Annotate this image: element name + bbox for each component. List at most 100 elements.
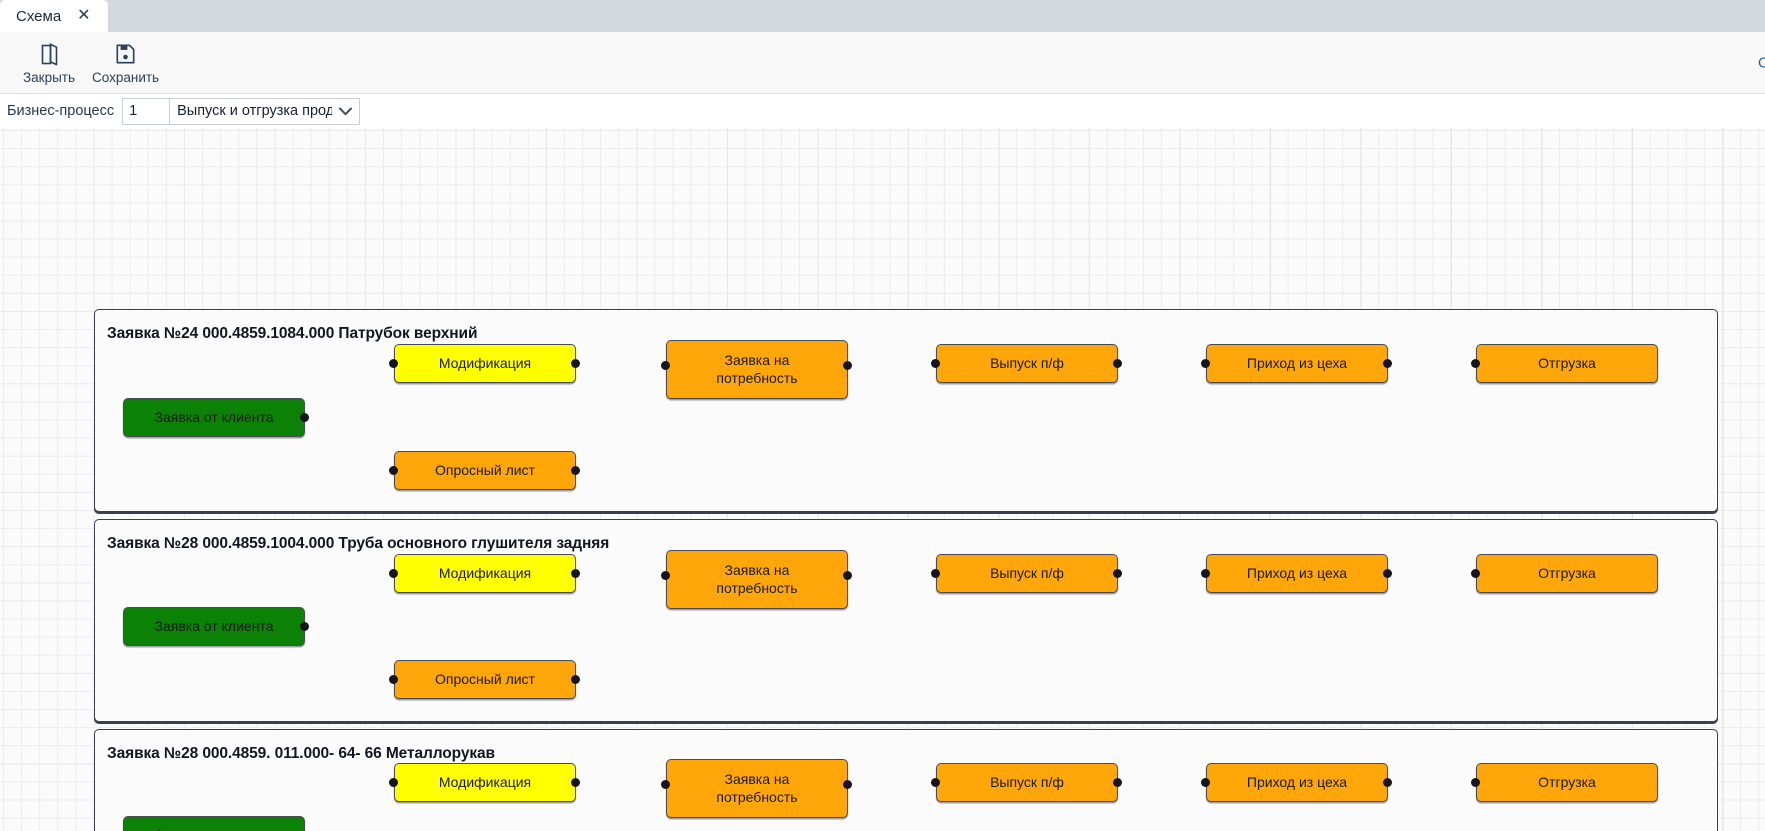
- floppy-disk-icon: [115, 41, 136, 67]
- card-2-port-start-out[interactable]: [300, 622, 309, 631]
- card-3-port-modification-in[interactable]: [389, 778, 398, 787]
- card-1-port-release-in[interactable]: [931, 359, 940, 368]
- card-1-title: Заявка №24 000.4859.1084.000 Патрубок ве…: [107, 325, 478, 342]
- save-button[interactable]: Сохранить: [84, 38, 167, 87]
- node-label: Модификация: [438, 564, 532, 581]
- node-label: Отгрузка: [1538, 773, 1596, 790]
- card-2-node-survey[interactable]: Опросный лист: [394, 660, 576, 699]
- card-3-node-shipment[interactable]: Отгрузка: [1476, 763, 1658, 802]
- node-label-line2: потребность: [716, 788, 798, 805]
- door-exit-icon: [38, 41, 60, 67]
- card-3-node-demand[interactable]: Заявка на потребность: [666, 759, 848, 818]
- node-label: Опросный лист: [435, 670, 535, 687]
- tab-schema[interactable]: Схема ✕: [0, 0, 108, 32]
- card-3-title: Заявка №28 000.4859. 011.000- 64- 66 Мет…: [107, 745, 495, 762]
- toolbar-corner-text: O: [1758, 54, 1765, 71]
- card-1-port-modification-in[interactable]: [389, 359, 398, 368]
- business-process-label: Бизнес-процесс: [7, 103, 115, 119]
- card-2-port-demand-in[interactable]: [661, 571, 670, 580]
- card-1-node-start[interactable]: Заявка от клиента: [123, 398, 305, 437]
- card-1-node-receipt[interactable]: Приход из цеха: [1206, 344, 1388, 383]
- node-label: Приход из цеха: [1246, 354, 1348, 371]
- card-1-node-demand[interactable]: Заявка на потребность: [666, 340, 848, 399]
- card-2-port-release-out[interactable]: [1113, 569, 1122, 578]
- card-2-port-shipment-in[interactable]: [1471, 569, 1480, 578]
- card-1[interactable]: [94, 309, 1718, 512]
- card-2-port-survey-out[interactable]: [571, 675, 580, 684]
- node-label-line1: Заявка на: [724, 351, 790, 368]
- card-1-node-release[interactable]: Выпуск п/ф: [936, 344, 1118, 383]
- card-3-node-modification[interactable]: Модификация: [394, 763, 576, 802]
- card-2-port-receipt-out[interactable]: [1383, 569, 1392, 578]
- card-2-port-survey-in[interactable]: [389, 675, 398, 684]
- card-2-port-modification-out[interactable]: [571, 569, 580, 578]
- card-1-node-modification[interactable]: Модификация: [394, 344, 576, 383]
- card-1-port-modification-out[interactable]: [571, 359, 580, 368]
- card-1-port-start-out[interactable]: [300, 413, 309, 422]
- card-3-node-release[interactable]: Выпуск п/ф: [936, 763, 1118, 802]
- card-2-port-receipt-in[interactable]: [1201, 569, 1210, 578]
- card-1-port-release-out[interactable]: [1113, 359, 1122, 368]
- card-1-port-survey-out[interactable]: [571, 466, 580, 475]
- card-1-port-receipt-in[interactable]: [1201, 359, 1210, 368]
- card-3-port-shipment-in[interactable]: [1471, 778, 1480, 787]
- main-toolbar: Закрыть Сохранить O: [0, 32, 1765, 94]
- business-process-name[interactable]: Выпуск и отгрузка проду: [177, 103, 333, 119]
- node-label: Заявка от клиента: [154, 408, 274, 425]
- card-3-node-receipt[interactable]: Приход из цеха: [1206, 763, 1388, 802]
- node-label-line2: потребность: [716, 369, 798, 386]
- card-1-port-demand-out[interactable]: [843, 361, 852, 370]
- card-1-port-shipment-in[interactable]: [1471, 359, 1480, 368]
- node-label: Заявка от клиента: [154, 617, 274, 634]
- card-3-port-receipt-in[interactable]: [1201, 778, 1210, 787]
- card-3-node-start[interactable]: Заявка от клиента: [123, 816, 305, 831]
- node-label: Опросный лист: [435, 461, 535, 478]
- node-label: Отгрузка: [1538, 564, 1596, 581]
- filter-bar: Бизнес-процесс 1 Выпуск и отгрузка проду: [0, 94, 1765, 128]
- card-2-node-shipment[interactable]: Отгрузка: [1476, 554, 1658, 593]
- node-label: Выпуск п/ф: [990, 564, 1064, 581]
- card-2-node-release[interactable]: Выпуск п/ф: [936, 554, 1118, 593]
- card-1-node-survey[interactable]: Опросный лист: [394, 451, 576, 490]
- business-process-combo[interactable]: 1 Выпуск и отгрузка проду: [122, 97, 361, 125]
- node-label-line2: потребность: [716, 579, 798, 596]
- card-1-node-shipment[interactable]: Отгрузка: [1476, 344, 1658, 383]
- node-label: Приход из цеха: [1246, 564, 1348, 581]
- card-2-node-start[interactable]: Заявка от клиента: [123, 607, 305, 646]
- card-3-port-demand-in[interactable]: [661, 780, 670, 789]
- card-3-port-modification-out[interactable]: [571, 778, 580, 787]
- card-2-node-receipt[interactable]: Приход из цеха: [1206, 554, 1388, 593]
- diagram-canvas[interactable]: Заявка №24 000.4859.1084.000 Патрубок ве…: [0, 128, 1765, 831]
- card-1-port-survey-in[interactable]: [389, 466, 398, 475]
- tab-strip: Схема ✕: [0, 0, 1765, 32]
- card-3-port-receipt-out[interactable]: [1383, 778, 1392, 787]
- card-2-port-release-in[interactable]: [931, 569, 940, 578]
- save-button-label: Сохранить: [92, 70, 160, 85]
- card-2-node-demand[interactable]: Заявка на потребность: [666, 550, 848, 609]
- node-label: Выпуск п/ф: [990, 773, 1064, 790]
- node-label: Модификация: [438, 773, 532, 790]
- card-1-port-demand-in[interactable]: [661, 361, 670, 370]
- close-button[interactable]: Закрыть: [14, 38, 84, 87]
- card-2-port-modification-in[interactable]: [389, 569, 398, 578]
- node-label-line1: Заявка на: [724, 561, 790, 578]
- node-label: Отгрузка: [1538, 354, 1596, 371]
- node-label-line1: Заявка на: [724, 770, 790, 787]
- card-1-port-receipt-out[interactable]: [1383, 359, 1392, 368]
- close-button-label: Закрыть: [23, 70, 75, 85]
- card-3-port-demand-out[interactable]: [843, 780, 852, 789]
- card-2-port-demand-out[interactable]: [843, 571, 852, 580]
- card-3-port-release-out[interactable]: [1113, 778, 1122, 787]
- chevron-down-icon[interactable]: [332, 99, 359, 124]
- card-2-title: Заявка №28 000.4859.1004.000 Труба основ…: [107, 535, 610, 552]
- node-label: Модификация: [438, 354, 532, 371]
- card-3-port-release-in[interactable]: [931, 778, 940, 787]
- close-icon[interactable]: ✕: [77, 7, 91, 24]
- node-label: Приход из цеха: [1246, 773, 1348, 790]
- card-2-node-modification[interactable]: Модификация: [394, 554, 576, 593]
- tab-schema-label: Схема: [16, 7, 62, 25]
- card-3[interactable]: [94, 729, 1718, 831]
- card-2[interactable]: [94, 519, 1718, 722]
- business-process-code[interactable]: 1: [123, 98, 171, 124]
- node-label: Заявка от клиента: [155, 827, 274, 831]
